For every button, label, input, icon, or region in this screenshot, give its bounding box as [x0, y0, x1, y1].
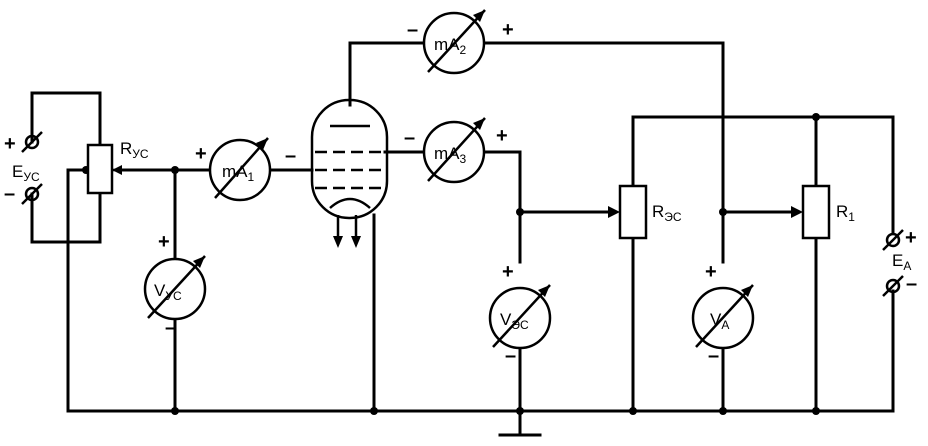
resistor-r1: R1	[791, 184, 855, 240]
r1-label: R1	[836, 202, 855, 224]
ma2-minus-sign: –	[407, 19, 418, 41]
eyc-minus-sign: –	[4, 183, 15, 205]
meter-ma1: mA1 + –	[195, 137, 296, 202]
wires	[30, 41, 895, 437]
meter-ma3: mA3 – +	[404, 117, 508, 184]
needle-arrow-icon	[473, 10, 485, 22]
source-ea: + – EA	[882, 227, 917, 297]
vec-label: VЭС	[500, 310, 529, 332]
ea-minus-sign: –	[906, 273, 917, 295]
needle-arrow-icon	[741, 285, 753, 297]
ea-label: EA	[892, 251, 911, 273]
vyc-plus-sign: +	[158, 231, 170, 253]
meter-vyc: VУС + –	[143, 231, 207, 339]
junction-dot	[719, 407, 727, 415]
resistor-rec: RЭС	[608, 184, 682, 240]
filament-arrow-icon	[351, 236, 361, 248]
meter-va: VA + –	[691, 261, 755, 367]
wiper-arrow-icon	[791, 206, 803, 218]
wiper-arrow-icon	[608, 206, 620, 218]
meter-vec: VЭС + –	[488, 261, 552, 367]
vyc-label: VУС	[154, 281, 182, 303]
resistor-ryc: RУС	[86, 139, 149, 195]
junction-dot	[812, 407, 820, 415]
ma3-label: mA3	[434, 144, 467, 166]
ma2-label: mA2	[434, 35, 467, 57]
ma3-minus-sign: –	[404, 127, 415, 149]
terminal-icon	[885, 278, 901, 294]
eyc-label: EУС	[12, 162, 40, 184]
junction-dot	[629, 407, 637, 415]
vyc-minus-sign: –	[165, 317, 176, 339]
wiper-arrow-icon	[112, 165, 122, 175]
junction-dot	[370, 407, 378, 415]
terminal-icon	[885, 232, 901, 248]
cathode	[329, 197, 371, 209]
ma1-label: mA1	[222, 162, 255, 184]
junction-dot	[719, 208, 727, 216]
ma3-plus-sign: +	[496, 125, 508, 147]
ma1-minus-sign: –	[285, 145, 296, 167]
vacuum-tube	[310, 98, 389, 248]
needle-arrow-icon	[538, 285, 550, 297]
needle-arrow-icon	[256, 138, 268, 150]
junction-dot	[812, 113, 820, 121]
junction-dot	[171, 407, 179, 415]
ma2-plus-sign: +	[502, 19, 514, 41]
meter-ma2: mA2 – +	[407, 9, 514, 75]
junction-dot	[516, 407, 524, 415]
source-eyc: + – EУС	[4, 131, 43, 205]
junction-dot	[171, 166, 179, 174]
needle-arrow-icon	[193, 256, 205, 268]
junction-dot	[516, 208, 524, 216]
ryc-label: RУС	[120, 139, 149, 161]
va-plus-sign: +	[705, 261, 717, 283]
needle-arrow-icon	[473, 118, 485, 130]
va-label: VA	[710, 310, 729, 332]
vec-minus-sign: –	[505, 345, 516, 367]
eyc-plus-sign: +	[4, 133, 16, 155]
va-minus-sign: –	[708, 345, 719, 367]
rec-label: RЭС	[652, 202, 682, 224]
ma1-plus-sign: +	[195, 143, 207, 165]
vec-plus-sign: +	[502, 261, 514, 283]
ea-plus-sign: +	[905, 227, 917, 249]
filament-arrow-icon	[333, 236, 343, 248]
terminal-icon	[24, 186, 40, 202]
terminal-icon	[24, 134, 40, 150]
